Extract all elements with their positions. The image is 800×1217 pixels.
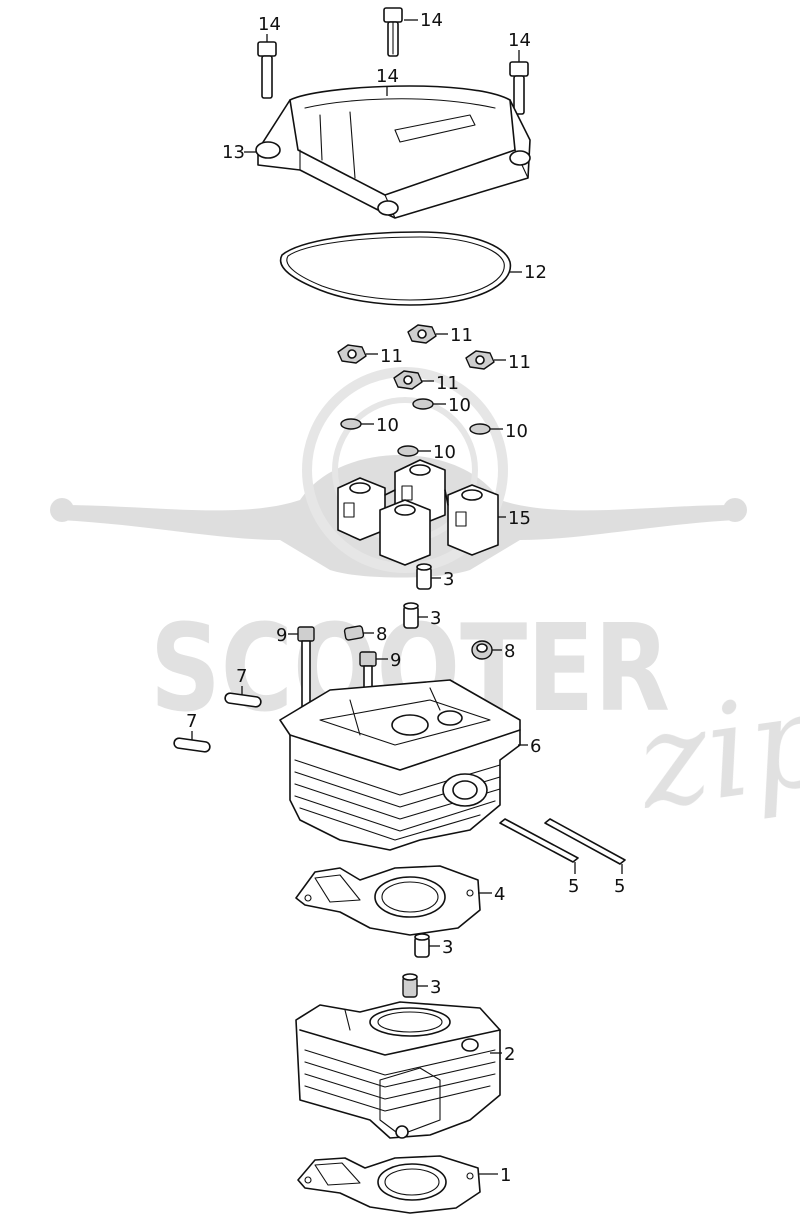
part-7-pin-lower — [173, 737, 211, 753]
part-13-valve-cover — [255, 85, 531, 219]
part-3-dowel-c — [414, 933, 430, 958]
part-3-dowel-b — [403, 602, 419, 629]
watermark-dot-right — [723, 498, 747, 522]
part-10-washer-3 — [469, 423, 491, 435]
part-10-washer-2 — [340, 418, 362, 430]
callout-10-d: 10 — [433, 442, 456, 463]
part-3-dowel-a — [416, 563, 432, 590]
callout-10-a: 10 — [448, 395, 471, 416]
callout-14-top: 14 — [420, 10, 443, 31]
callout-5-left: 5 — [568, 876, 579, 897]
callout-15: 15 — [508, 508, 531, 529]
part-15-cam-holder — [337, 459, 499, 566]
callout-3-a: 3 — [443, 569, 454, 590]
part-14-bolt-right — [509, 61, 529, 115]
part-11-nut-bottom — [393, 370, 423, 390]
callout-14-left: 14 — [258, 14, 281, 35]
callout-1: 1 — [500, 1165, 511, 1186]
part-6-cylinder-head — [279, 679, 521, 851]
part-14-bolt-top — [383, 7, 403, 57]
callout-14-right: 14 — [508, 30, 531, 51]
part-14-bolt-left — [257, 41, 277, 99]
callout-7-upper: 7 — [236, 666, 247, 687]
callout-6: 6 — [530, 736, 541, 757]
callout-12: 12 — [524, 262, 547, 283]
callout-11-right: 11 — [508, 352, 531, 373]
callout-9-left: 9 — [276, 625, 287, 646]
callout-11-top: 11 — [450, 325, 473, 346]
callout-13: 13 — [222, 142, 245, 163]
part-8-seal-left — [343, 625, 365, 641]
part-1-base-gasket — [297, 1155, 481, 1214]
callout-7-lower: 7 — [186, 711, 197, 732]
part-5-rod-right — [544, 818, 626, 865]
part-2-cylinder — [295, 1001, 501, 1139]
callout-14-center: 14 — [376, 66, 399, 87]
callout-8-left: 8 — [376, 624, 387, 645]
callout-8-right: 8 — [504, 641, 515, 662]
part-8-seal-right — [471, 640, 493, 660]
callout-3-b: 3 — [430, 608, 441, 629]
callout-3-d: 3 — [430, 977, 441, 998]
watermark-dot-left — [50, 498, 74, 522]
watermark-script-text: zip — [627, 661, 800, 839]
part-11-nut-left — [337, 344, 367, 364]
part-5-rod-left — [499, 818, 579, 863]
part-7-pin-upper — [224, 692, 262, 708]
part-3-dowel-d — [402, 973, 418, 998]
part-11-nut-top — [407, 324, 437, 344]
part-10-washer-1 — [412, 398, 434, 410]
part-12-cover-gasket — [279, 231, 512, 306]
callout-4: 4 — [494, 884, 505, 905]
callout-5-right: 5 — [614, 876, 625, 897]
callout-2: 2 — [504, 1044, 515, 1065]
callout-9-right: 9 — [390, 650, 401, 671]
callout-10-c: 10 — [505, 421, 528, 442]
part-10-washer-4 — [397, 445, 419, 457]
callout-3-c: 3 — [442, 937, 453, 958]
callout-11-bottom: 11 — [436, 373, 459, 394]
part-11-nut-right — [465, 350, 495, 370]
part-4-head-gasket — [295, 865, 481, 936]
callout-10-b: 10 — [376, 415, 399, 436]
callout-11-left: 11 — [380, 346, 403, 367]
